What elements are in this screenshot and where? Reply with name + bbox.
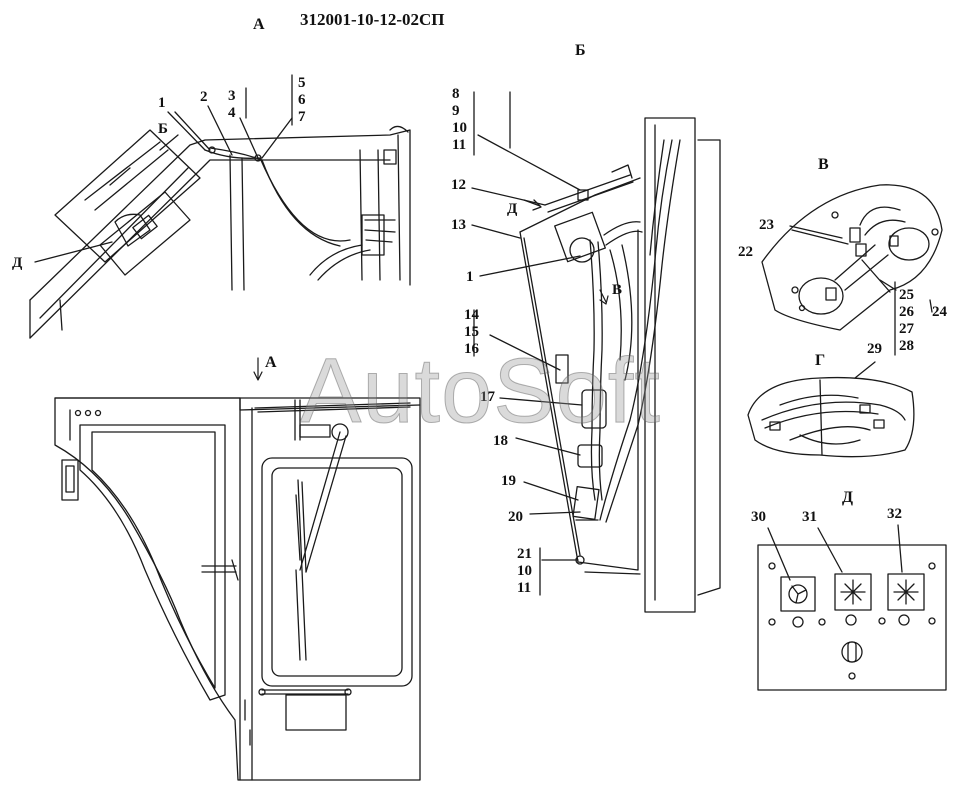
view-pointer-b: Б [158, 121, 168, 137]
view-d-title: Д [842, 489, 854, 506]
callout-23: 23 [759, 217, 774, 233]
view-pointer-d-b: Д [507, 201, 518, 217]
callout-5: 5 [298, 75, 306, 91]
callout-29: 29 [867, 341, 882, 357]
view-a-title: А [253, 16, 265, 33]
callout-2: 2 [200, 89, 208, 105]
view-d-panel [757, 524, 947, 691]
fan-switch-icon [780, 576, 816, 612]
view-v-title: В [818, 156, 829, 173]
view-a-arrow-label: А [265, 354, 277, 371]
callout-4: 4 [228, 105, 236, 121]
callout-17: 17 [480, 389, 495, 405]
view-g-harness [747, 361, 915, 458]
watermark: AutoSoft [300, 340, 661, 442]
callout-9: 9 [452, 103, 460, 119]
callout-10: 10 [452, 120, 467, 136]
view-pointer-d: Д [12, 255, 23, 271]
view-g-title: Г [815, 352, 826, 369]
document-title: 312001-10-12-02СП [300, 10, 445, 29]
callout-31: 31 [802, 509, 817, 525]
callout-16: 16 [464, 341, 479, 357]
callout-8: 8 [452, 86, 460, 102]
callout-11: 11 [452, 137, 467, 153]
callout-13: 13 [451, 217, 466, 233]
callout-22: 22 [738, 244, 753, 260]
callout-12: 12 [451, 177, 466, 193]
callout-15: 15 [464, 324, 479, 340]
view-pointer-v: В [612, 282, 623, 298]
callout-26: 26 [899, 304, 914, 320]
callout-1-b: 1 [466, 269, 474, 285]
callout-24: 24 [932, 304, 947, 320]
callout-27: 27 [899, 321, 914, 337]
callout-30: 30 [751, 509, 766, 525]
view-v-plate [761, 184, 943, 356]
view-b-pillar [471, 91, 721, 613]
callout-10-b: 10 [517, 563, 532, 579]
callout-19: 19 [501, 473, 516, 489]
callout-32: 32 [887, 506, 902, 522]
snowflake-switch-icon [834, 573, 872, 611]
view-a-roof-section [29, 74, 411, 339]
view-a-cab-side [54, 357, 421, 781]
toggle-switch-icon [841, 641, 863, 663]
callout-18: 18 [493, 433, 508, 449]
callout-20: 20 [508, 509, 523, 525]
callout-28: 28 [899, 338, 914, 354]
callout-7: 7 [298, 109, 306, 125]
callout-11-b: 11 [517, 580, 532, 596]
callout-25: 25 [899, 287, 914, 303]
view-b-title: Б [575, 42, 586, 59]
callout-6: 6 [298, 92, 306, 108]
callout-1: 1 [158, 95, 166, 111]
callout-14: 14 [464, 307, 479, 323]
callout-3: 3 [228, 88, 236, 104]
callout-21: 21 [517, 546, 532, 562]
